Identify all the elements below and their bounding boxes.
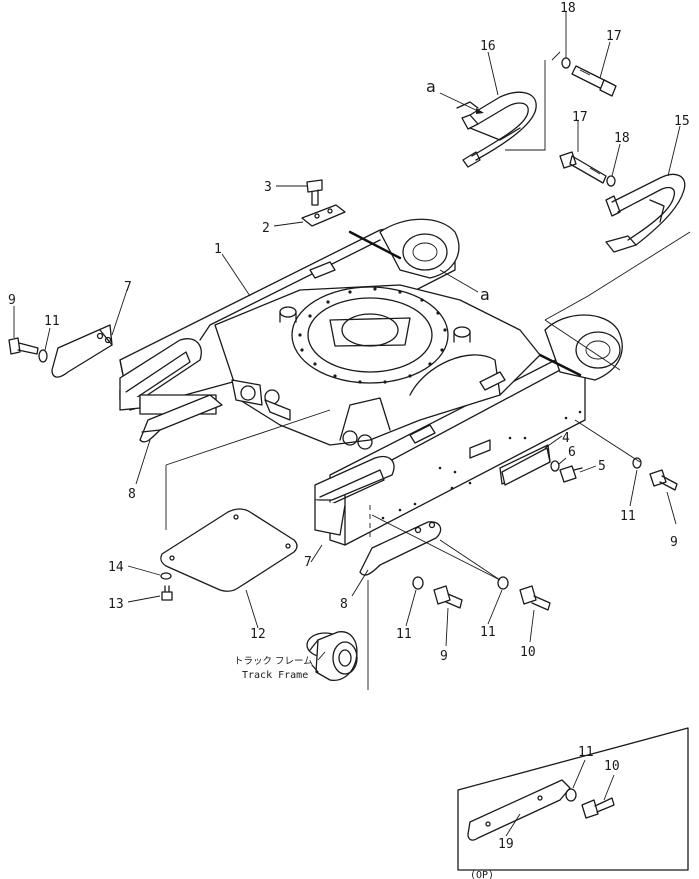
callout-8-rear: 8 [128, 487, 136, 502]
bolt-17-lower [559, 151, 607, 184]
callout-7-front: 7 [304, 555, 312, 570]
callout-2: 2 [262, 221, 270, 236]
callout-18-upper: 18 [560, 1, 576, 16]
bolt-9-right [649, 469, 678, 491]
callout-6: 6 [568, 445, 576, 460]
track-roller-illustration [306, 631, 358, 682]
bolt-9-lower [433, 585, 463, 609]
track-frame-label-jp: トラック フレーム [234, 656, 313, 667]
bolt-17-upper [571, 65, 617, 97]
callout-16: 16 [480, 39, 496, 54]
under-cover-part-12 [160, 508, 298, 592]
bolt-part-3 [306, 179, 323, 206]
callout-18-lower: 18 [614, 131, 630, 146]
ref-letter-a-top: a [426, 77, 436, 96]
bolt-9-left [8, 337, 39, 355]
callout-11-lower-b: 11 [480, 625, 496, 640]
callout-9-right: 9 [670, 535, 678, 550]
washer-18-upper [561, 57, 571, 69]
ref-letter-a-frame: a [480, 285, 490, 304]
side-plate-left [51, 324, 113, 378]
track-frame-label-en: Track Frame [242, 670, 308, 681]
bolt-part-13 [161, 585, 173, 601]
callout-11-left: 11 [44, 314, 60, 329]
callout-5: 5 [598, 459, 606, 474]
guard-part-16 [439, 91, 537, 168]
callout-10-option: 10 [604, 759, 620, 774]
callout-9-left: 9 [8, 293, 16, 308]
washer-18-lower [606, 175, 616, 187]
callout-17-lower: 17 [572, 110, 588, 125]
callout-15: 15 [674, 114, 690, 129]
callout-labels: 18 17 16 a 17 15 18 3 2 1 a 9 11 7 8 4 6… [8, 1, 690, 879]
callout-8-front: 8 [340, 597, 348, 612]
option-caption: (OP) [470, 870, 494, 879]
washer-part-14 [160, 572, 172, 580]
callout-19: 19 [498, 837, 514, 852]
bolt-part-5 [559, 465, 583, 483]
callout-10-lower: 10 [520, 645, 536, 660]
track-guide-part-7-front [314, 456, 395, 536]
washer-11-left [38, 349, 48, 363]
washer-11-right [632, 457, 642, 469]
guard-plate-part-8-front [359, 521, 442, 576]
washer-11-option [565, 788, 577, 802]
leader-lines [13, 12, 681, 837]
washer-11-lower-a [412, 576, 424, 590]
bolt-10-option [581, 797, 615, 819]
callout-12: 12 [250, 627, 266, 642]
callout-4: 4 [562, 431, 570, 446]
plate-part-2 [301, 204, 346, 227]
guard-plate-part-8-rear [139, 394, 223, 443]
track-frame-part-1 [119, 218, 623, 546]
callout-11-right: 11 [620, 509, 636, 524]
callout-17-upper: 17 [606, 29, 622, 44]
callout-1: 1 [214, 242, 222, 257]
washer-11-lower-b [497, 576, 509, 590]
callout-13: 13 [108, 597, 124, 612]
callout-11-lower-a: 11 [396, 627, 412, 642]
callout-3: 3 [264, 180, 272, 195]
callout-7-rear: 7 [124, 280, 132, 295]
bolt-10-lower [519, 585, 551, 611]
option-box [457, 727, 689, 871]
callout-9-lower: 9 [440, 649, 448, 664]
cover-part-4 [501, 447, 551, 486]
guard-part-15 [605, 173, 686, 253]
callout-11-option: 11 [578, 745, 594, 760]
washer-part-6 [550, 460, 560, 472]
callout-14: 14 [108, 560, 124, 575]
guard-plate-part-19 [467, 779, 571, 841]
